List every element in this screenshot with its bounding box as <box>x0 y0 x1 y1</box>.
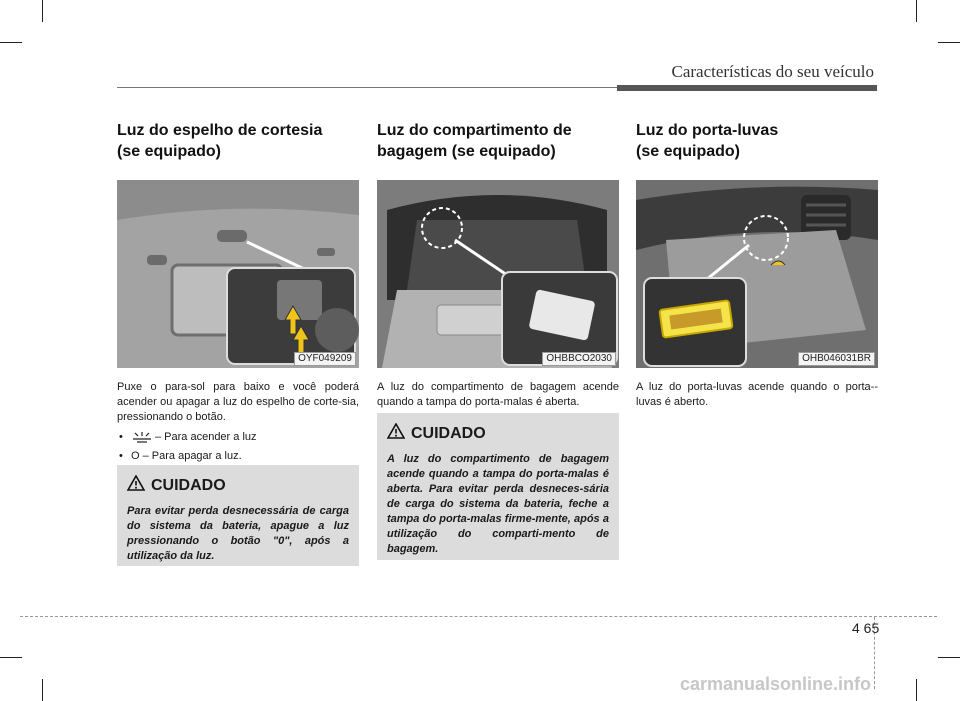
luggage-compartment-photo: OHBBCO2030 <box>377 180 619 368</box>
caution-title: CUIDADO <box>411 424 486 442</box>
section-heading: Luz do compartimento de bagagem (se equi… <box>377 122 572 160</box>
glove-box-photo: OHB046031BR <box>636 180 878 368</box>
bullet-item-on: – Para acender a luz <box>117 429 359 448</box>
caution-heading: CUIDADO <box>386 422 609 444</box>
crop-mark <box>916 679 917 701</box>
section-heading: Luz do porta-luvas (se equipado) <box>636 122 779 160</box>
header-bar <box>617 85 877 91</box>
bullet-text: O – Para apagar a luz. <box>131 450 242 462</box>
image-code-label: OYF049209 <box>294 352 356 366</box>
body-text: A luz do compartimento de bagagem acende… <box>377 380 619 410</box>
section-header-title: Características do seu veículo <box>671 62 874 81</box>
crop-mark <box>938 657 960 658</box>
caution-text: Para evitar perda desnecessária de carga… <box>127 505 349 562</box>
page-number: 4 65 <box>852 620 880 636</box>
crop-mark <box>916 0 917 22</box>
bullet-list: – Para acender a luz O – Para apagar a l… <box>117 429 359 464</box>
bullet-item-off: O – Para apagar a luz. <box>117 448 359 464</box>
warning-triangle-icon <box>386 422 406 444</box>
footer-dashed-divider <box>874 617 875 689</box>
image-code-label: OHBBCO2030 <box>542 352 616 366</box>
body-text: A luz do porta-luvas acende quando o por… <box>636 380 878 410</box>
caution-box-luggage: CUIDADO A luz do compartimento de bagage… <box>377 413 619 560</box>
body-text: Puxe o para-sol para baixo e você poderá… <box>117 380 359 425</box>
body-paragraph: A luz do porta-luvas acende quando o por… <box>636 381 878 408</box>
caution-text: A luz do compartimento de bagagem acende… <box>387 453 609 555</box>
crop-mark <box>42 0 43 22</box>
footer-dashed-rule <box>20 616 937 617</box>
section-heading: Luz do espelho de cortesia (se equipado) <box>117 122 323 160</box>
crop-mark <box>938 42 960 43</box>
vanity-mirror-photo: OYF049209 <box>117 180 359 368</box>
crop-mark <box>0 42 22 43</box>
column-vanity-mirror: Luz do espelho de cortesia (se equipado)… <box>117 120 359 464</box>
header-rule <box>117 87 617 88</box>
lamp-rays-icon <box>131 431 153 448</box>
watermark: carmanualsonline.info <box>680 674 872 694</box>
body-paragraph: A luz do compartimento de bagagem acende… <box>377 381 619 408</box>
body-paragraph: Puxe o para-sol para baixo e você poderá… <box>117 381 359 423</box>
crop-mark <box>42 679 43 701</box>
crop-mark <box>0 657 22 658</box>
bullet-text: – Para acender a luz <box>155 431 257 443</box>
column-luggage-lamp: Luz do compartimento de bagagem (se equi… <box>377 120 619 410</box>
image-code-label: OHB046031BR <box>798 352 875 366</box>
caution-box-vanity-mirror: CUIDADO Para evitar perda desnecessária … <box>117 465 359 566</box>
warning-triangle-icon <box>126 474 146 496</box>
caution-heading: CUIDADO <box>126 474 349 496</box>
caution-title: CUIDADO <box>151 476 226 494</box>
column-glove-box-lamp: Luz do porta-luvas (se equipado) OHB0460… <box>636 120 878 410</box>
